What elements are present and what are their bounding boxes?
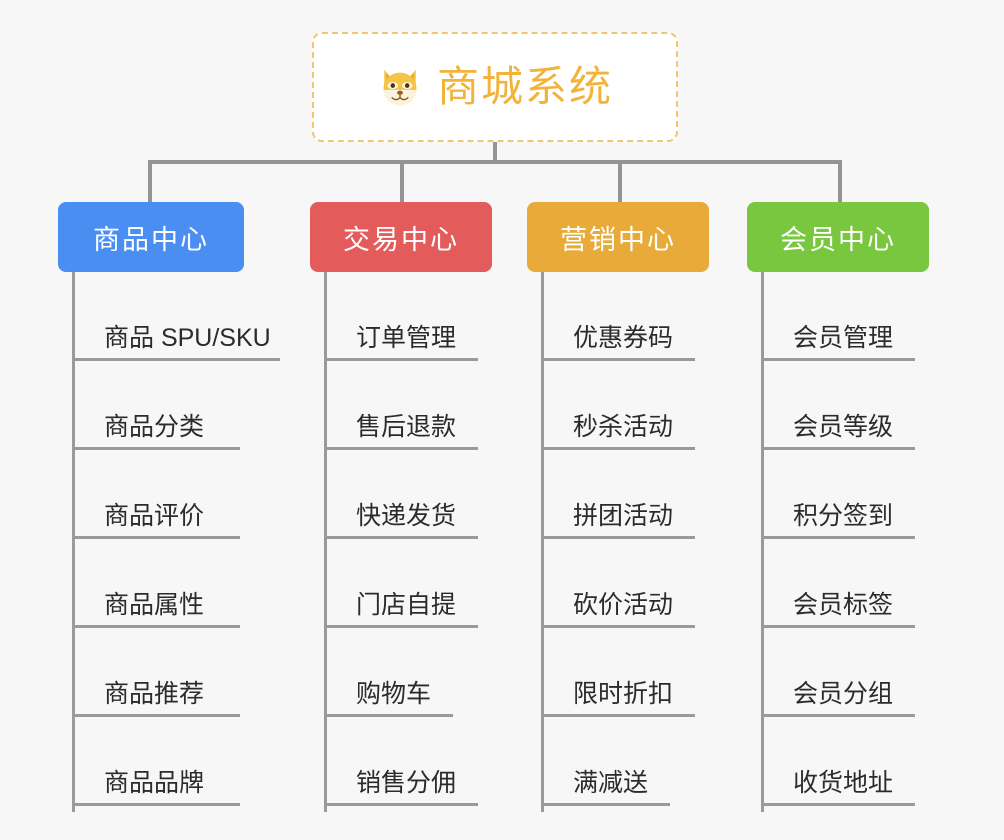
list-item[interactable]: 满减送 bbox=[541, 717, 670, 806]
list-item[interactable]: 商品品牌 bbox=[72, 717, 240, 806]
list-item[interactable]: 砍价活动 bbox=[541, 539, 695, 628]
shiba-dog-face-icon bbox=[377, 64, 423, 110]
branch-body-3: 优惠券码 秒杀活动 拼团活动 砍价活动 限时折扣 满减送 bbox=[527, 272, 709, 812]
root-node[interactable]: 商城系统 bbox=[312, 32, 678, 142]
list-item[interactable]: 商品分类 bbox=[72, 361, 240, 450]
leaf-label: 会员等级 bbox=[793, 412, 894, 441]
leaf-label: 秒杀活动 bbox=[573, 412, 674, 441]
branch-body-4: 会员管理 会员等级 积分签到 会员标签 会员分组 收货地址 bbox=[747, 272, 929, 812]
branch-header-label-3: 营销中心 bbox=[560, 224, 676, 255]
connector-drop-1 bbox=[148, 160, 152, 202]
list-item[interactable]: 会员管理 bbox=[761, 272, 915, 361]
leaf-label: 积分签到 bbox=[793, 501, 894, 530]
list-item[interactable]: 商品属性 bbox=[72, 539, 240, 628]
branch-spine-1 bbox=[72, 272, 75, 812]
branch-header-2[interactable]: 交易中心 bbox=[310, 202, 492, 272]
list-item[interactable]: 商品评价 bbox=[72, 450, 240, 539]
list-item[interactable]: 商品 SPU/SKU bbox=[72, 272, 280, 361]
list-item[interactable]: 门店自提 bbox=[324, 539, 478, 628]
branch-header-4[interactable]: 会员中心 bbox=[747, 202, 929, 272]
list-item[interactable]: 秒杀活动 bbox=[541, 361, 695, 450]
leaf-label: 商品属性 bbox=[104, 590, 205, 619]
list-item[interactable]: 积分签到 bbox=[761, 450, 915, 539]
branch-column-3: 营销中心 优惠券码 秒杀活动 拼团活动 砍价活动 限时折扣 满减送 bbox=[527, 202, 709, 812]
leaf-label: 商品推荐 bbox=[104, 679, 205, 708]
leaf-label: 售后退款 bbox=[356, 412, 457, 441]
leaf-label: 门店自提 bbox=[356, 590, 457, 619]
leaf-label: 会员管理 bbox=[793, 323, 894, 352]
list-item[interactable]: 会员等级 bbox=[761, 361, 915, 450]
leaf-label: 砍价活动 bbox=[573, 590, 674, 619]
list-item[interactable]: 拼团活动 bbox=[541, 450, 695, 539]
leaf-list-4: 会员管理 会员等级 积分签到 会员标签 会员分组 收货地址 bbox=[761, 272, 929, 806]
branch-header-1[interactable]: 商品中心 bbox=[58, 202, 244, 272]
connector-drop-3 bbox=[618, 160, 622, 202]
branch-spine-2 bbox=[324, 272, 327, 812]
leaf-label: 满减送 bbox=[573, 768, 649, 797]
leaf-label: 商品品牌 bbox=[104, 768, 205, 797]
list-item[interactable]: 购物车 bbox=[324, 628, 453, 717]
leaf-label: 优惠券码 bbox=[573, 323, 674, 352]
connector-drop-2 bbox=[400, 160, 404, 202]
list-item[interactable]: 限时折扣 bbox=[541, 628, 695, 717]
branch-header-label-4: 会员中心 bbox=[780, 224, 896, 255]
list-item[interactable]: 快递发货 bbox=[324, 450, 478, 539]
branch-body-2: 订单管理 售后退款 快递发货 门店自提 购物车 销售分佣 bbox=[310, 272, 492, 812]
leaf-list-2: 订单管理 售后退款 快递发货 门店自提 购物车 销售分佣 bbox=[324, 272, 492, 806]
branch-column-2: 交易中心 订单管理 售后退款 快递发货 门店自提 购物车 销售分佣 bbox=[310, 202, 492, 812]
branch-header-label-2: 交易中心 bbox=[343, 224, 459, 255]
branch-column-4: 会员中心 会员管理 会员等级 积分签到 会员标签 会员分组 收货地址 bbox=[747, 202, 929, 812]
branch-spine-4 bbox=[761, 272, 764, 812]
leaf-label: 会员分组 bbox=[793, 679, 894, 708]
leaf-label: 收货地址 bbox=[793, 768, 894, 797]
list-item[interactable]: 优惠券码 bbox=[541, 272, 695, 361]
connector-drop-4 bbox=[838, 160, 842, 202]
leaf-label: 商品评价 bbox=[104, 501, 205, 530]
leaf-label: 拼团活动 bbox=[573, 501, 674, 530]
list-item[interactable]: 商品推荐 bbox=[72, 628, 240, 717]
list-item[interactable]: 售后退款 bbox=[324, 361, 478, 450]
root-title: 商城系统 bbox=[436, 63, 613, 110]
leaf-list-3: 优惠券码 秒杀活动 拼团活动 砍价活动 限时折扣 满减送 bbox=[541, 272, 709, 806]
connector-root-stem bbox=[493, 142, 497, 164]
leaf-label: 快递发货 bbox=[356, 501, 457, 530]
list-item[interactable]: 会员分组 bbox=[761, 628, 915, 717]
leaf-label: 销售分佣 bbox=[356, 768, 457, 797]
branch-column-1: 商品中心 商品 SPU/SKU 商品分类 商品评价 商品属性 商品推荐 商品品牌 bbox=[58, 202, 280, 812]
branch-body-1: 商品 SPU/SKU 商品分类 商品评价 商品属性 商品推荐 商品品牌 bbox=[58, 272, 280, 812]
leaf-label: 商品分类 bbox=[104, 412, 205, 441]
leaf-label: 限时折扣 bbox=[573, 679, 674, 708]
list-item[interactable]: 订单管理 bbox=[324, 272, 478, 361]
branch-spine-3 bbox=[541, 272, 544, 812]
leaf-label: 会员标签 bbox=[793, 590, 894, 619]
leaf-label: 购物车 bbox=[356, 679, 432, 708]
list-item[interactable]: 会员标签 bbox=[761, 539, 915, 628]
branch-header-label-1: 商品中心 bbox=[93, 224, 209, 255]
leaf-label: 订单管理 bbox=[356, 323, 457, 352]
list-item[interactable]: 销售分佣 bbox=[324, 717, 478, 806]
list-item[interactable]: 收货地址 bbox=[761, 717, 915, 806]
branch-header-3[interactable]: 营销中心 bbox=[527, 202, 709, 272]
connector-horizontal-bar bbox=[148, 160, 842, 164]
leaf-label: 商品 SPU/SKU bbox=[104, 323, 271, 352]
leaf-list-1: 商品 SPU/SKU 商品分类 商品评价 商品属性 商品推荐 商品品牌 bbox=[72, 272, 280, 806]
